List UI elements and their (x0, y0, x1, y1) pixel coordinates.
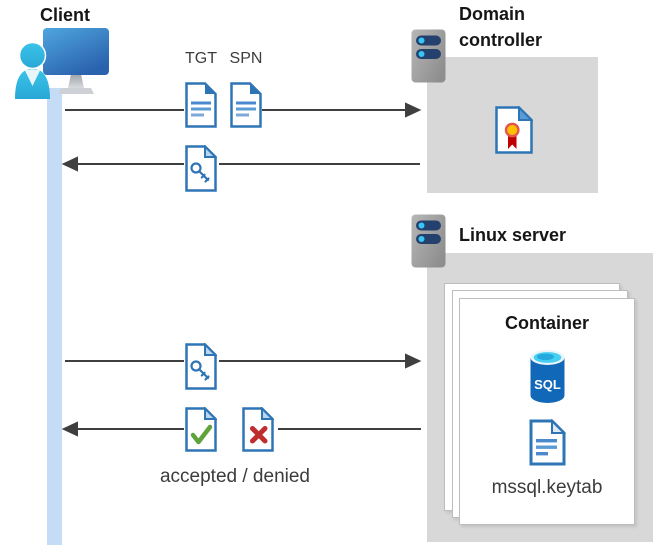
denied-cross-document-icon (242, 407, 274, 452)
tgt-label: TGT (185, 50, 217, 67)
container-label: Container (504, 313, 589, 333)
arrow-dc-to-client-response (61, 156, 420, 172)
sql-label: SQL (534, 377, 561, 392)
accepted-denied-label: accepted / denied (159, 466, 310, 487)
domain-controller-label: Domain controller (459, 4, 543, 50)
arrow-client-to-linux-request (65, 353, 422, 369)
tgt-document-icon (185, 82, 217, 128)
person-icon (15, 41, 50, 99)
spn-label: SPN (229, 50, 263, 67)
client-label: Client (39, 5, 90, 25)
container-card: Container SQL mssql.keytab (459, 298, 635, 525)
monitor-icon (43, 28, 109, 94)
linux-server-label: Linux server (459, 225, 567, 245)
spn-document-icon (230, 82, 262, 128)
client-timeline-lane (47, 88, 62, 545)
sql-database-icon: SQL (530, 350, 564, 403)
keytab-label: mssql.keytab (491, 477, 603, 498)
linux-server-icon (411, 214, 446, 268)
keytab-document-icon (529, 419, 566, 466)
client-icon (15, 28, 109, 99)
certificate-icon (495, 106, 533, 154)
domain-controller-server-icon (411, 29, 446, 83)
accepted-checkmark-document-icon (185, 407, 217, 452)
service-ticket-key-document-icon-2 (185, 343, 217, 390)
service-ticket-key-document-icon (185, 145, 217, 192)
